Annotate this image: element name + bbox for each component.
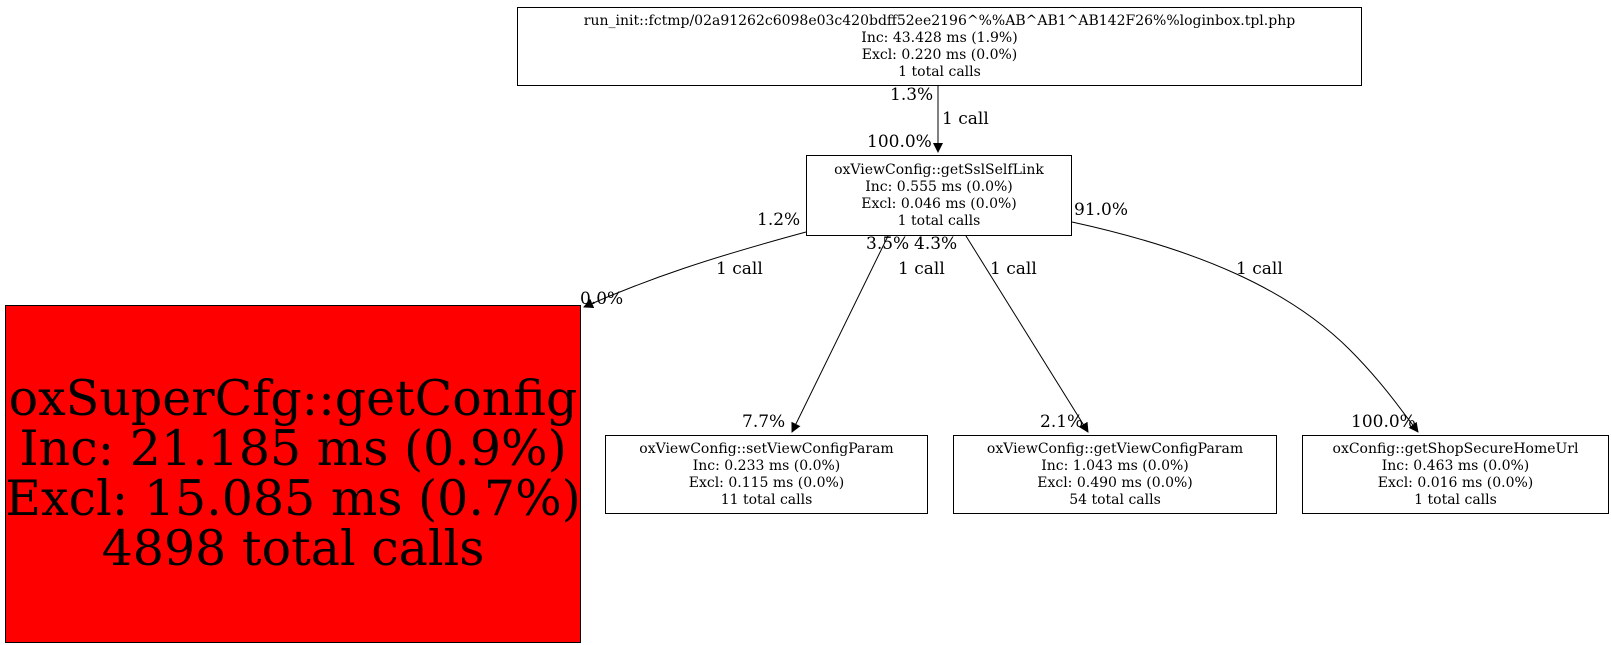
edge-ssl-to-setviewconfigparam	[791, 235, 889, 433]
node-total-calls: 4898 total calls	[101, 520, 485, 577]
node-name: oxViewConfig::setViewConfigParam	[639, 440, 894, 457]
node-exclusive-time: Excl: 0.046 ms (0.0%)	[861, 195, 1017, 212]
node-exclusive-time: Excl: 0.220 ms (0.0%)	[861, 46, 1018, 63]
edge-tail-percent: 1.2%	[757, 210, 801, 230]
node-name: oxConfig::getShopSecureHomeUrl	[1332, 440, 1579, 457]
node-total-calls: 1 total calls	[898, 63, 981, 80]
edge-ssl-to-getconfig	[583, 231, 807, 308]
node-set-view-config-param: oxViewConfig::setViewConfigParam Inc: 0.…	[605, 435, 928, 514]
node-total-calls: 11 total calls	[720, 491, 813, 508]
edge-ssl-to-getshopsecurehomeurl	[1071, 221, 1419, 433]
node-name: run_init::fctmp/02a91262c6098e03c420bdff…	[583, 12, 1296, 29]
edge-call-label: 1 call	[898, 259, 945, 279]
node-name: oxViewConfig::getViewConfigParam	[986, 440, 1244, 457]
node-exclusive-time: Excl: 15.085 ms (0.7%)	[5, 470, 581, 527]
edge-tail-percent: 3.5%	[866, 234, 910, 254]
node-run-init-loginbox: run_init::fctmp/02a91262c6098e03c420bdff…	[517, 7, 1362, 86]
edge-call-label: 1 call	[716, 259, 763, 279]
node-get-config: oxSuperCfg::getConfig Inc: 21.185 ms (0.…	[5, 305, 581, 643]
edge-call-label: 1 call	[1236, 259, 1283, 279]
node-exclusive-time: Excl: 0.490 ms (0.0%)	[1037, 474, 1193, 491]
edge-head-percent: 100.0%	[867, 132, 932, 152]
node-get-shop-secure-home-url: oxConfig::getShopSecureHomeUrl Inc: 0.46…	[1302, 435, 1609, 514]
node-get-ssl-self-link: oxViewConfig::getSslSelfLink Inc: 0.555 …	[806, 155, 1072, 236]
node-inclusive-time: Inc: 0.555 ms (0.0%)	[865, 178, 1013, 195]
node-inclusive-time: Inc: 1.043 ms (0.0%)	[1041, 457, 1189, 474]
node-exclusive-time: Excl: 0.016 ms (0.0%)	[1377, 474, 1534, 491]
node-name: oxSuperCfg::getConfig	[8, 370, 578, 427]
edge-tail-percent: 4.3%	[914, 234, 958, 254]
node-get-view-config-param: oxViewConfig::getViewConfigParam Inc: 1.…	[953, 435, 1277, 514]
node-total-calls: 1 total calls	[897, 212, 981, 229]
edge-call-label: 1 call	[942, 109, 989, 129]
node-inclusive-time: Inc: 0.233 ms (0.0%)	[692, 457, 841, 474]
node-name: oxViewConfig::getSslSelfLink	[834, 161, 1044, 178]
node-exclusive-time: Excl: 0.115 ms (0.0%)	[688, 474, 845, 491]
edge-head-percent: 7.7%	[742, 412, 786, 432]
edge-head-percent: 100.0%	[1351, 412, 1416, 432]
node-inclusive-time: Inc: 43.428 ms (1.9%)	[861, 29, 1018, 46]
edge-head-percent: 0.0%	[580, 289, 624, 309]
edge-tail-percent: 1.3%	[890, 85, 934, 105]
edge-ssl-to-getviewconfigparam	[965, 235, 1089, 433]
edge-call-label: 1 call	[990, 259, 1037, 279]
node-inclusive-time: Inc: 0.463 ms (0.0%)	[1381, 457, 1530, 474]
node-total-calls: 54 total calls	[1069, 491, 1161, 508]
edge-tail-percent: 91.0%	[1074, 200, 1129, 220]
node-total-calls: 1 total calls	[1414, 491, 1497, 508]
edge-head-percent: 2.1%	[1040, 412, 1084, 432]
node-inclusive-time: Inc: 21.185 ms (0.9%)	[19, 420, 567, 477]
